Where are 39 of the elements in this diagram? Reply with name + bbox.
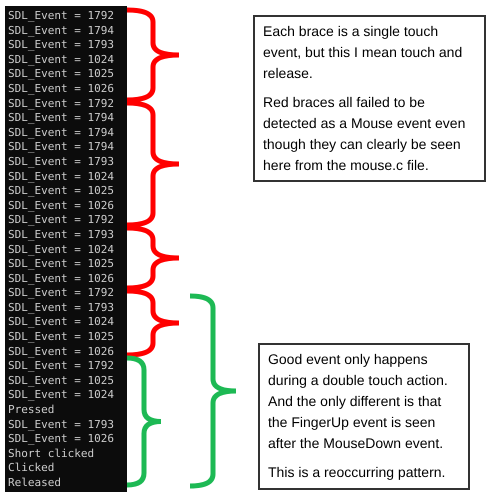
console-line: SDL_Event = 1024 <box>8 242 114 258</box>
console-line: SDL_Event = 1793 <box>8 228 114 242</box>
console-line: SDL_Event = 1792 <box>8 286 114 301</box>
console-line: SDL_Event = 1025 <box>8 257 114 272</box>
note-box <box>253 15 486 182</box>
console-line: Short clicked <box>8 446 94 462</box>
console-line: SDL_Event = 1025 <box>8 374 114 388</box>
console-line: SDL_Event = 1025 <box>8 184 114 199</box>
console-line: SDL_Event = 1026 <box>8 432 114 447</box>
console-line: Released <box>8 476 61 491</box>
console-line: SDL_Event = 1025 <box>8 67 114 82</box>
note-text: This is a reoccurring pattern. <box>268 463 446 482</box>
console-line: SDL_Event = 1024 <box>8 170 114 184</box>
console-line: SDL_Event = 1792 <box>8 96 114 112</box>
console-line: SDL_Event = 1024 <box>8 388 114 404</box>
note-text: Red braces all failed to be detected as a Mouse event even though they can clearly be seen here from the mouse.c file. <box>263 93 466 175</box>
console-line: SDL_Event = 1793 <box>8 154 114 170</box>
console-line: Pressed <box>8 403 54 418</box>
console-line: SDL_Event = 1792 <box>8 359 114 374</box>
note-text: Each brace is a single touch event, but this I mean touch and release. <box>263 22 464 83</box>
console-line: SDL_Event = 1026 <box>8 198 114 214</box>
note-text: Good event only happens during a double touch action. And the only different is that the FingerUp event is seen after the MouseDown event. <box>268 350 449 453</box>
console-line: SDL_Event = 1794 <box>8 126 114 140</box>
console-line: SDL_Event = 1026 <box>8 272 114 286</box>
console-line: SDL_Event = 1793 <box>8 418 114 432</box>
console-line: SDL_Event = 1025 <box>8 330 114 345</box>
console-line: SDL_Event = 1793 <box>8 38 114 53</box>
console-line: SDL_Event = 1794 <box>8 140 114 155</box>
console-line: SDL_Event = 1792 <box>8 213 114 228</box>
console-line: SDL_Event = 1792 <box>8 9 114 24</box>
console-line: SDL_Event = 1026 <box>8 344 114 360</box>
console-line: SDL_Event = 1026 <box>8 82 114 97</box>
console-line: SDL_Event = 1024 <box>8 52 114 68</box>
note-box <box>258 343 470 490</box>
console-line: SDL_Event = 1794 <box>8 111 114 126</box>
console-line: Clicked <box>8 461 54 476</box>
console-line: SDL_Event = 1793 <box>8 300 114 316</box>
console-line: SDL_Event = 1794 <box>8 24 114 38</box>
console-line: SDL_Event = 1024 <box>8 315 114 330</box>
